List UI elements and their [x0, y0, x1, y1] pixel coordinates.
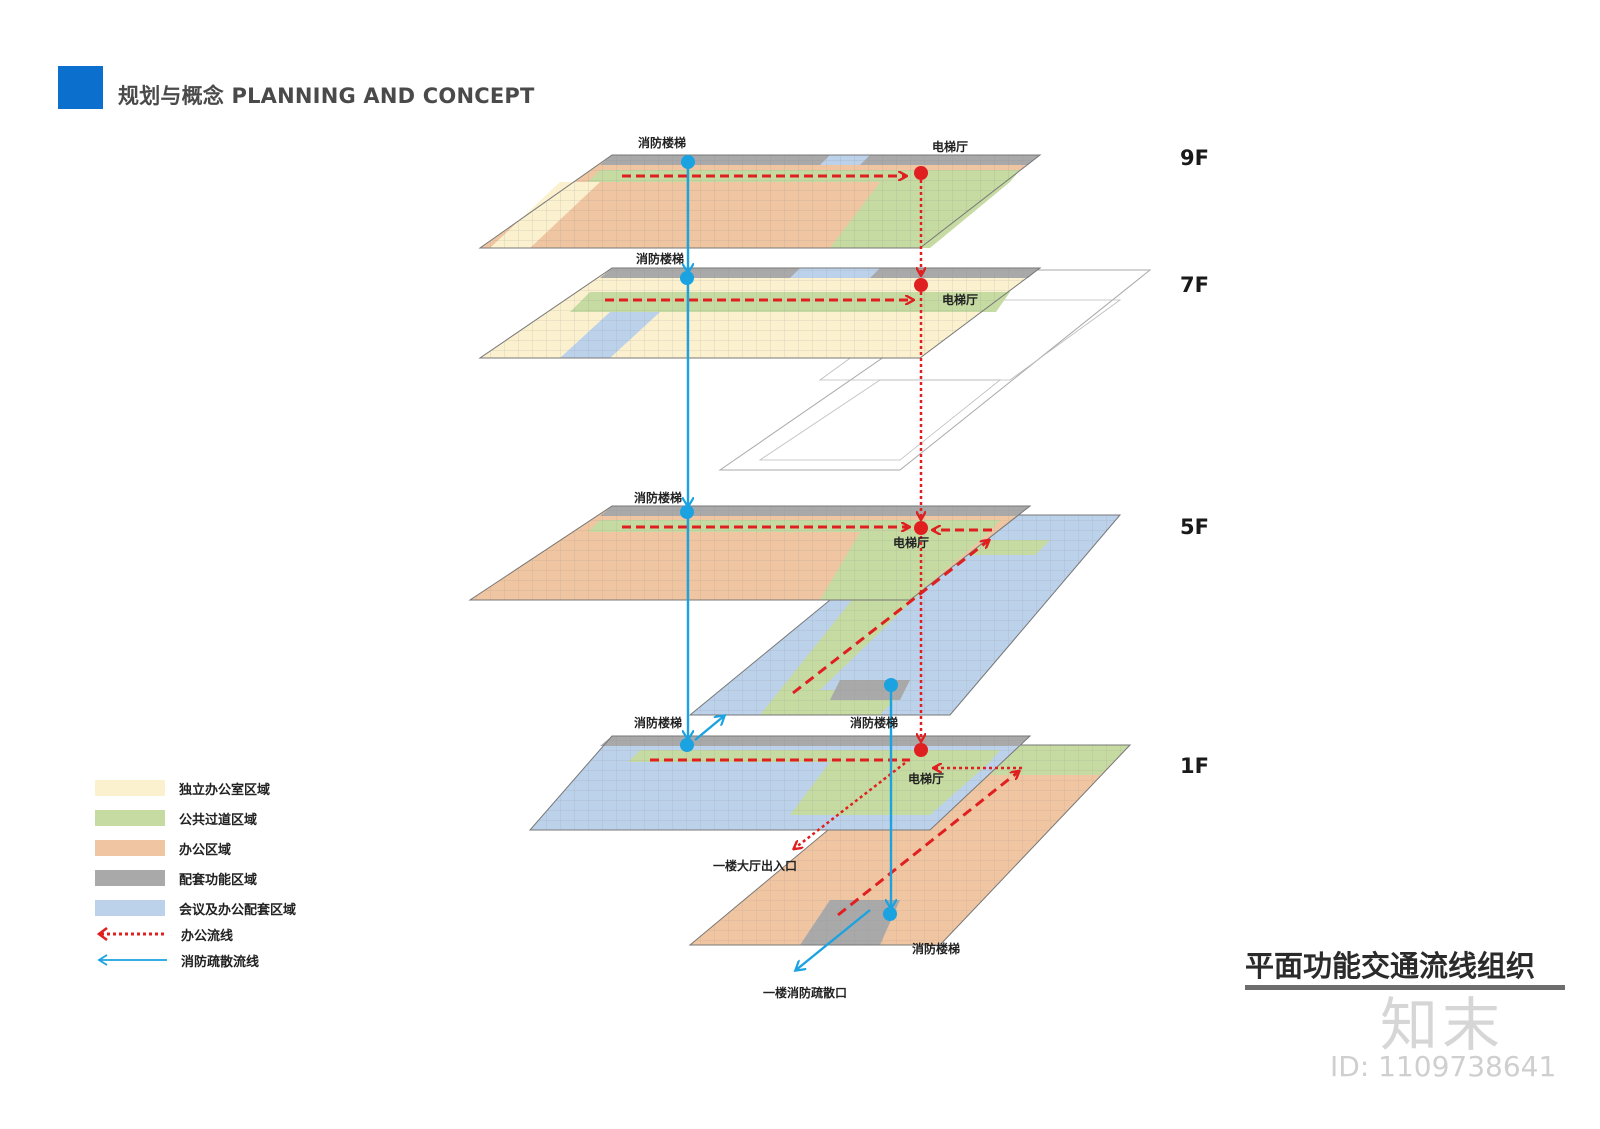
- legend-swatch: [95, 810, 165, 826]
- floor-7f-plan: [478, 267, 1152, 471]
- legend-item-office: 办公区域: [95, 838, 231, 858]
- floor-labels: 9F 7F 5F 1F: [1180, 146, 1209, 778]
- fire-stair-1f-up: [694, 716, 724, 741]
- elevator-hall-label-7f: 电梯厅: [942, 292, 978, 307]
- diagram-caption: 平面功能交通流线组织: [1245, 949, 1536, 983]
- legend-item-office-flow: 办公流线: [95, 924, 233, 944]
- fire-exit-label: 一楼消防疏散口: [763, 985, 847, 1000]
- elevator-node-5f: [914, 521, 928, 535]
- fire-stair-node-1f: [680, 738, 694, 752]
- elevator-node-1f: [914, 743, 928, 757]
- office-flow-lobby-exit: [795, 762, 906, 848]
- elevator-hall-label-5f: 电梯厅: [893, 535, 929, 550]
- fire-stair-label-right: 消防楼梯: [850, 715, 898, 730]
- page-title: 规划与概念 PLANNING AND CONCEPT: [118, 84, 535, 108]
- legend-label: 配套功能区域: [179, 872, 258, 888]
- fire-stair-label-1f: 消防楼梯: [634, 715, 682, 730]
- elevator-hall-label-1f: 电梯厅: [908, 771, 944, 786]
- office-flow-5f-diagonal: [792, 541, 988, 695]
- header-accent-square: [58, 66, 103, 109]
- legend-arrow-icon: [97, 954, 167, 966]
- fire-stair-label-lower: 消防楼梯: [912, 941, 960, 956]
- legend-swatch: [95, 900, 165, 916]
- legend-swatch: [95, 840, 165, 856]
- watermark-id: ID: 1109738641: [1330, 1050, 1557, 1083]
- legend-item-private-office: 独立办公室区域: [95, 778, 270, 798]
- legend-label: 会议及办公配套区域: [179, 902, 297, 918]
- legend-label: 公共过道区域: [179, 812, 258, 828]
- legend-label: 办公区域: [179, 842, 232, 858]
- floor-label-7f: 7F: [1180, 273, 1209, 297]
- watermark-logo: 知末: [1380, 991, 1505, 1059]
- lobby-exit-label: 一楼大厅出入口: [713, 858, 797, 873]
- elevator-hall-label-9f: 电梯厅: [932, 139, 968, 154]
- fire-stair-node-5f: [680, 505, 694, 519]
- fire-stair-node-7f: [680, 271, 694, 285]
- floor-9f-plan: [478, 154, 1042, 249]
- floor-5f-plan: [468, 505, 1122, 716]
- legend-item-corridor: 公共过道区域: [95, 808, 257, 828]
- legend-label: 办公流线: [181, 928, 234, 944]
- fire-stair-label-9f: 消防楼梯: [638, 135, 686, 150]
- office-flow-1f-diagonal: [837, 772, 1018, 917]
- elevator-node-9f: [914, 166, 928, 180]
- floor-label-5f: 5F: [1180, 515, 1209, 539]
- floor-label-1f: 1F: [1180, 754, 1209, 778]
- floor-1f-plan: [528, 735, 1132, 946]
- legend-swatch: [95, 870, 165, 886]
- fire-stair-label-7f: 消防楼梯: [636, 251, 684, 266]
- legend-label: 独立办公室区域: [179, 782, 271, 798]
- legend-item-meeting: 会议及办公配套区域: [95, 898, 296, 918]
- caption-underline: [1245, 985, 1565, 990]
- fire-stair-node-right: [884, 678, 898, 692]
- legend-dashed-arrow-icon: [96, 926, 165, 942]
- fire-evacuation-lines: [688, 162, 891, 970]
- legend-item-fire-flow: 消防疏散流线: [95, 950, 259, 970]
- office-flow-lines: [605, 176, 1022, 917]
- flow-nodes: [680, 155, 928, 921]
- elevator-node-7f: [914, 278, 928, 292]
- legend-label: 消防疏散流线: [181, 954, 260, 970]
- fire-stair-label-5f: 消防楼梯: [634, 490, 682, 505]
- fire-exit-flow: [796, 909, 871, 970]
- floor-label-9f: 9F: [1180, 146, 1209, 170]
- legend-item-support: 配套功能区域: [95, 868, 257, 888]
- fire-stair-node-9f: [681, 155, 695, 169]
- annotation-labels: 消防楼梯 电梯厅 消防楼梯 电梯厅 消防楼梯 电梯厅 消防楼梯 消防楼梯 电梯厅…: [634, 135, 978, 1000]
- legend-swatch: [95, 780, 165, 796]
- fire-stair-node-lower: [883, 907, 897, 921]
